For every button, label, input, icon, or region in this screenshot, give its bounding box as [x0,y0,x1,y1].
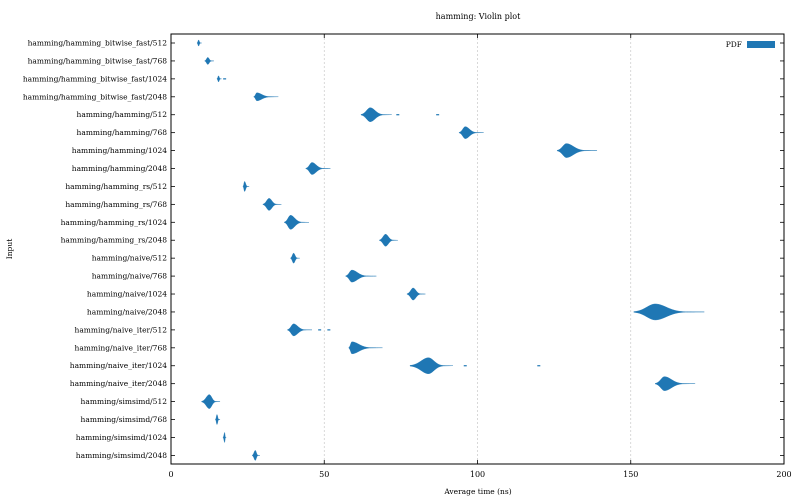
violin [242,181,250,192]
category-label: hamming/simsimd/512 [81,397,168,406]
category-label: hamming/simsimd/1024 [76,433,167,442]
violin [345,269,377,283]
violin [633,303,705,321]
x-tick-label: 100 [470,470,485,479]
category-label: hamming/hamming_rs/512 [65,182,167,191]
category-label: hamming/hamming/1024 [72,146,167,155]
violin [253,92,279,101]
category-label: hamming/naive_iter/1024 [70,361,167,370]
category-label: hamming/simsimd/768 [81,415,168,424]
legend-label: PDF [726,40,742,49]
x-tick-label: 50 [319,470,329,479]
violin-outlier [537,365,541,367]
violin-outlier [318,329,322,331]
category-label: hamming/naive/2048 [87,307,167,316]
violin [305,162,331,175]
category-label: hamming/naive_iter/2048 [70,379,167,388]
category-label: hamming/hamming_bitwise_fast/768 [28,56,168,65]
category-label: hamming/hamming/2048 [72,164,167,173]
y-axis-category-labels: hamming/hamming_bitwise_fast/512 hamming/… [23,39,167,460]
violin-outlier [436,114,440,116]
legend: PDF [726,40,775,49]
violin [556,143,598,158]
violin [287,323,312,337]
y-axis-ticks [171,42,784,456]
violin [222,432,227,443]
violin [379,234,398,247]
x-gridlines [323,34,632,464]
violin [360,107,392,122]
violins [196,39,705,461]
violin [406,287,426,301]
violin [262,198,282,211]
x-axis-tick-labels: 0 50 100 150 200 [168,470,791,479]
violin [655,376,696,391]
violin-outlier [463,365,467,367]
violin-outlier [327,329,331,331]
legend-swatch [747,41,775,48]
violin [284,215,309,230]
violin [458,126,484,139]
x-axis-label: Average time (ns) [443,487,511,496]
category-label: hamming/hamming_rs/2048 [61,236,168,245]
violin [196,39,202,47]
category-label: hamming/naive/768 [92,272,168,281]
category-label: hamming/hamming_rs/768 [65,200,167,209]
category-label: hamming/hamming/512 [77,110,168,119]
violin [204,57,214,65]
x-tick-label: 0 [168,470,173,479]
violin-outlier [223,78,227,80]
violin [201,394,221,409]
category-label: hamming/naive_iter/768 [75,343,168,352]
category-label: hamming/naive/512 [92,254,168,263]
violin [216,75,222,83]
category-label: hamming/hamming_bitwise_fast/1024 [23,74,167,83]
category-label: hamming/naive/1024 [87,290,167,299]
category-label: hamming/hamming_bitwise_fast/2048 [23,92,167,101]
violin [409,357,453,374]
category-label: hamming/naive_iter/512 [75,325,168,334]
violin [252,450,260,461]
violin [215,414,221,425]
category-label: hamming/simsimd/2048 [76,451,167,460]
category-label: hamming/hamming/768 [77,128,168,137]
y-axis-label: Input [5,239,14,259]
x-axis-ticks [170,34,785,464]
x-tick-label: 150 [623,470,638,479]
violin [348,341,383,355]
violin-outlier [396,114,400,116]
x-tick-label: 200 [776,470,791,479]
violin [290,252,300,264]
category-label: hamming/hamming_rs/1024 [61,218,168,227]
category-label: hamming/hamming_bitwise_fast/512 [28,39,168,48]
chart-title: hamming: Violin plot [436,12,521,21]
